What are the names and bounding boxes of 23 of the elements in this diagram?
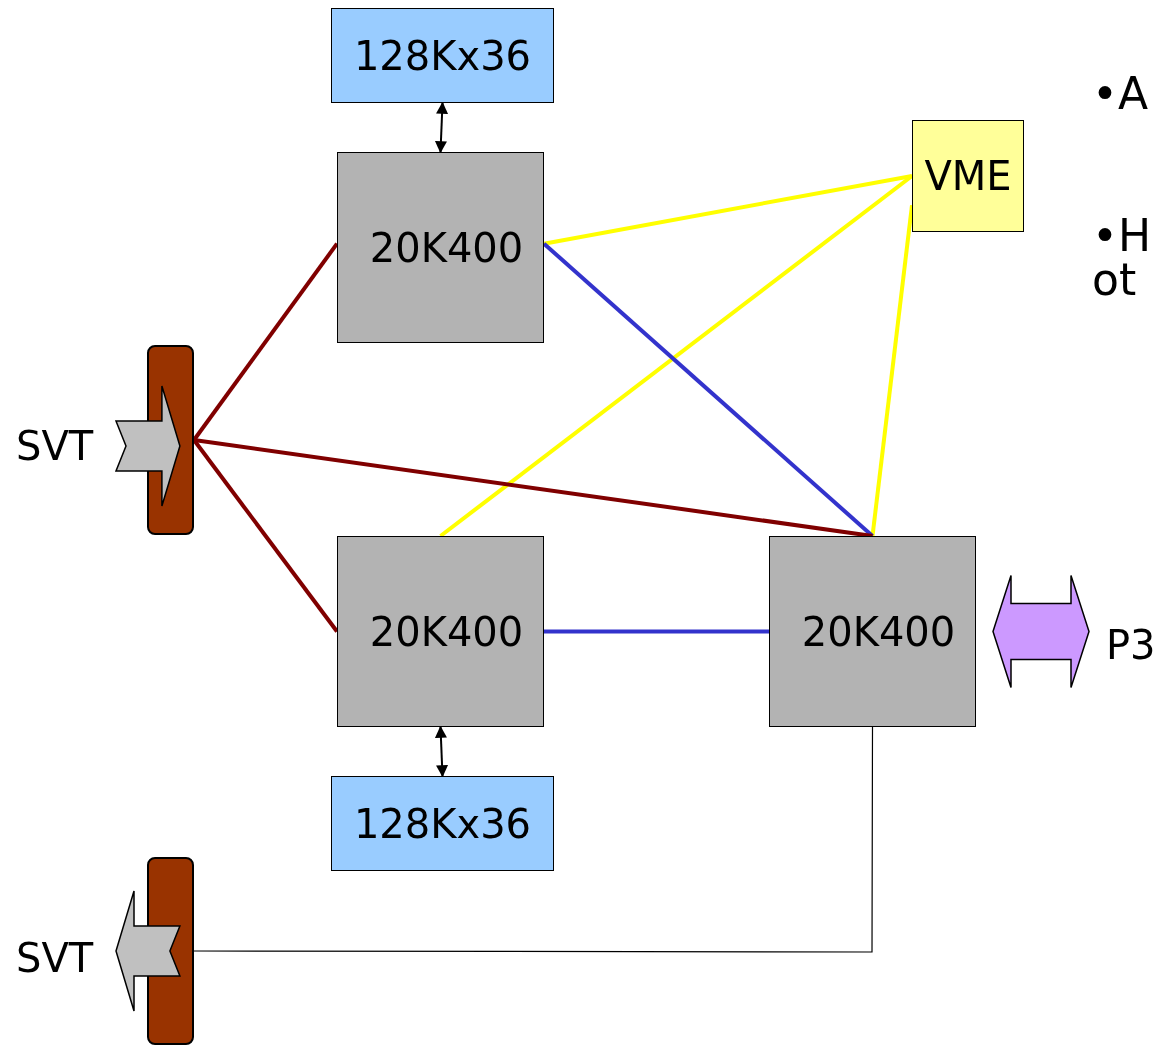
vme-box: VME — [912, 120, 1024, 232]
fpga-box: 20K400 — [769, 536, 976, 727]
fpga-box: 20K400 — [337, 536, 544, 727]
connector-line — [544, 629, 769, 634]
bullet-text: •H ot — [1092, 214, 1153, 302]
connector-line — [543, 174, 913, 246]
arrow — [434, 725, 449, 778]
arrow — [434, 101, 449, 154]
connector-line — [542, 242, 874, 538]
bullet-text: •A — [1092, 72, 1150, 116]
svt-label: SVT — [16, 420, 116, 472]
memory-chip-box: 128Kx36 — [331, 8, 554, 103]
p3-label: P3 — [1106, 618, 1159, 672]
memory-chip-box: 128Kx36 — [331, 776, 554, 871]
block-arrow — [115, 890, 181, 1012]
svt-label: SVT — [16, 932, 116, 984]
connector-line — [870, 204, 914, 537]
block-arrow — [114, 385, 181, 507]
fpga-box: 20K400 — [337, 152, 544, 343]
connector-line — [439, 174, 914, 538]
block-arrow — [992, 574, 1090, 689]
connector-line — [193, 438, 873, 538]
connector-line — [193, 726, 874, 953]
